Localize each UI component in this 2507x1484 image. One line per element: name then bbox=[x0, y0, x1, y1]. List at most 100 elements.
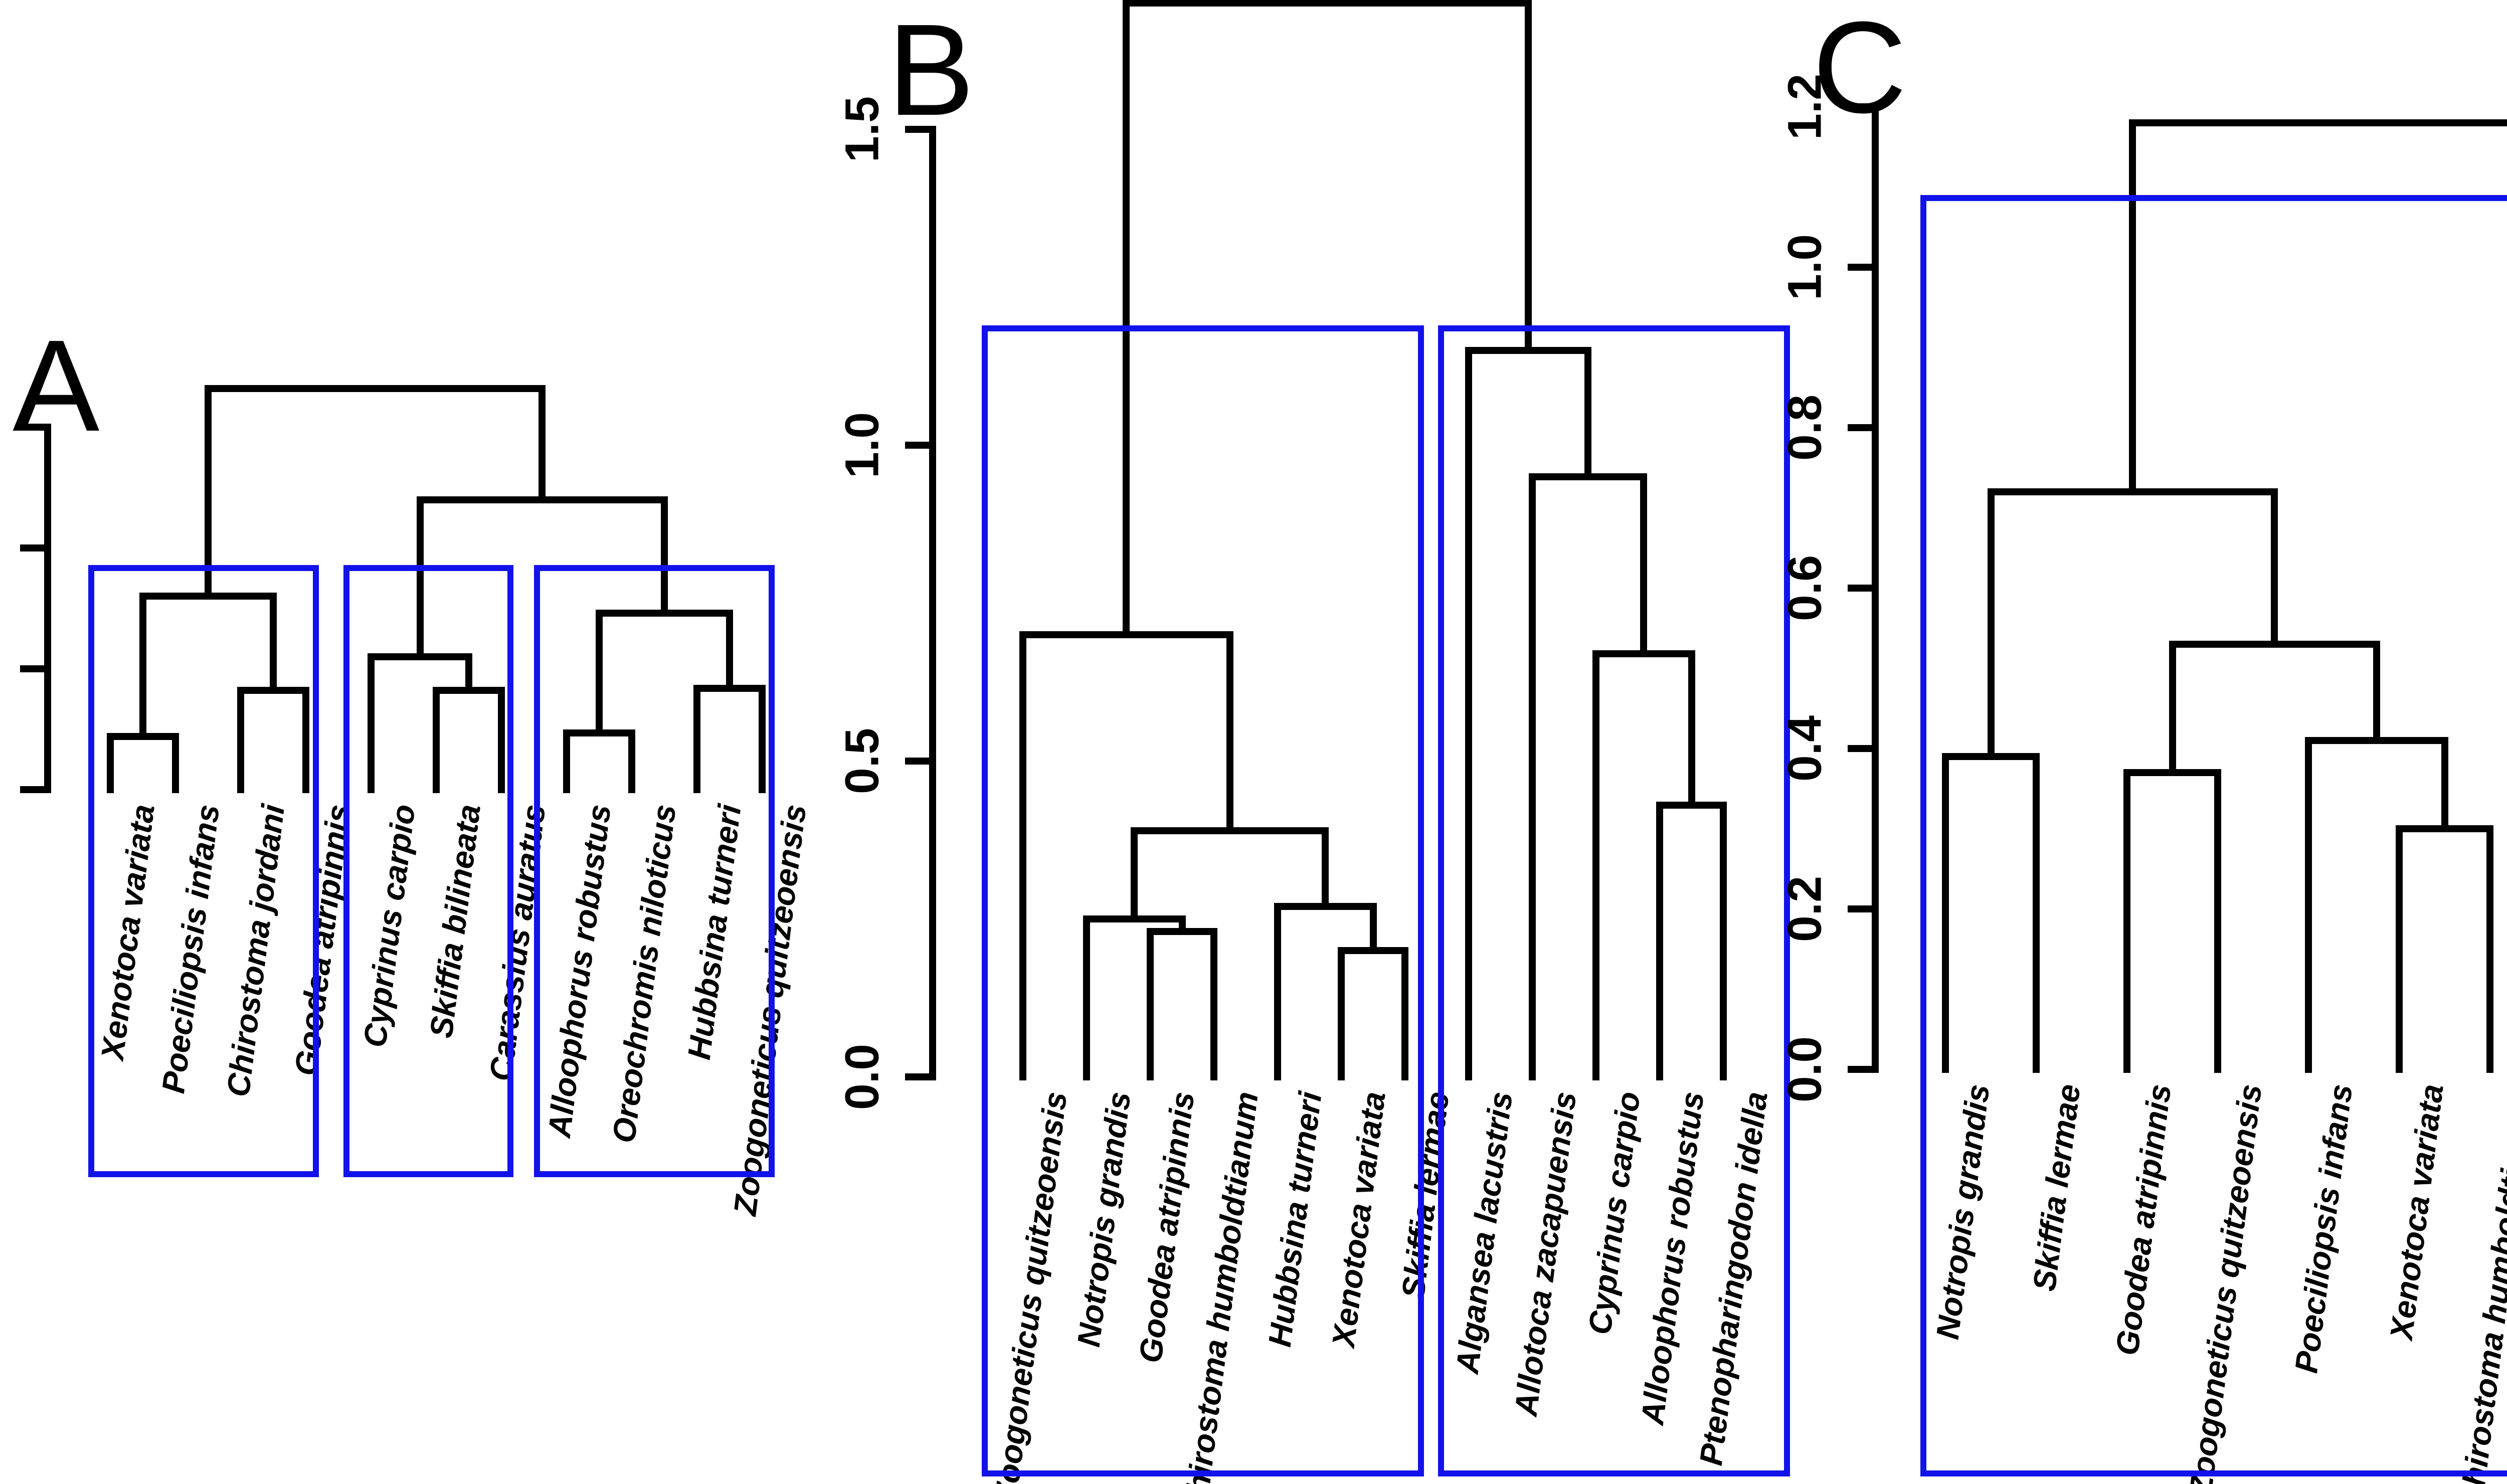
branch-vertical bbox=[2214, 769, 2221, 1073]
axis-tick bbox=[20, 786, 48, 793]
branch-vertical bbox=[1656, 802, 1663, 1080]
branch-horizontal bbox=[1338, 947, 1408, 954]
branch-vertical bbox=[1083, 915, 1090, 1080]
axis-tick-label: 0.0 bbox=[0, 756, 4, 823]
axis-tick-label: 1.0 bbox=[1778, 234, 1832, 301]
axis-tick-label: 1.5 bbox=[0, 394, 4, 461]
axis-tick-label: 0.5 bbox=[0, 635, 4, 702]
branch-vertical bbox=[539, 385, 546, 503]
axis-tick-label: 1.0 bbox=[0, 514, 4, 582]
branch-vertical bbox=[139, 593, 146, 740]
axis-tick-label: 0.0 bbox=[1778, 1036, 1832, 1103]
cluster-box bbox=[1438, 325, 1790, 1476]
axis-tick bbox=[1848, 264, 1875, 271]
cluster-box bbox=[1920, 195, 2507, 1476]
branch-vertical bbox=[107, 732, 114, 793]
branch-vertical bbox=[1210, 928, 1217, 1080]
branch-vertical bbox=[1525, 0, 1532, 354]
cluster-box bbox=[534, 565, 775, 1177]
branch-vertical bbox=[2033, 753, 2040, 1073]
branch-vertical bbox=[1942, 753, 1949, 1073]
branch-vertical bbox=[1401, 947, 1408, 1080]
branch-vertical bbox=[1369, 902, 1377, 954]
branch-vertical bbox=[1987, 488, 1995, 760]
branch-vertical bbox=[465, 653, 472, 694]
branch-vertical bbox=[2373, 641, 2380, 744]
axis-tick-label: 0.2 bbox=[1778, 875, 1832, 943]
branch-horizontal bbox=[1987, 488, 2278, 495]
branch-horizontal bbox=[596, 610, 733, 617]
branch-horizontal bbox=[416, 496, 668, 503]
branch-vertical bbox=[759, 684, 766, 793]
branch-horizontal bbox=[237, 687, 309, 694]
branch-horizontal bbox=[1529, 473, 1648, 480]
branch-horizontal bbox=[1274, 902, 1377, 910]
branch-vertical bbox=[1338, 947, 1345, 1080]
branch-vertical bbox=[1465, 347, 1472, 1080]
axis-tick bbox=[1848, 424, 1875, 431]
branch-horizontal bbox=[1123, 0, 1532, 7]
branch-vertical bbox=[563, 729, 570, 793]
branch-vertical bbox=[2169, 641, 2176, 776]
branch-horizontal bbox=[1131, 827, 1329, 834]
branch-vertical bbox=[1147, 928, 1154, 1080]
branch-horizontal bbox=[139, 593, 277, 600]
branch-vertical bbox=[1640, 473, 1648, 657]
branch-vertical bbox=[172, 732, 179, 793]
cluster-box bbox=[982, 325, 1424, 1476]
axis-tick-label: 0.0 bbox=[835, 1043, 889, 1110]
branch-vertical bbox=[498, 687, 505, 793]
panel-letter-a: A bbox=[13, 313, 100, 459]
branch-vertical bbox=[1019, 631, 1026, 1080]
branch-vertical bbox=[661, 496, 668, 617]
axis-line bbox=[44, 424, 51, 793]
cluster-box bbox=[343, 565, 513, 1177]
cluster-box bbox=[88, 565, 319, 1177]
branch-vertical bbox=[1529, 473, 1536, 1080]
branch-horizontal bbox=[693, 684, 766, 692]
branch-horizontal bbox=[1147, 928, 1217, 936]
axis-tick bbox=[1848, 585, 1875, 592]
branch-vertical bbox=[270, 593, 277, 694]
axis-tick bbox=[905, 442, 933, 449]
branch-vertical bbox=[302, 687, 309, 793]
branch-horizontal bbox=[2129, 119, 2507, 126]
branch-vertical bbox=[1584, 347, 1592, 480]
branch-vertical bbox=[1274, 902, 1281, 1080]
axis-tick bbox=[20, 665, 48, 672]
branch-horizontal bbox=[2396, 825, 2493, 832]
axis-line bbox=[929, 126, 936, 1080]
branch-horizontal bbox=[1083, 915, 1186, 922]
branch-vertical bbox=[2396, 825, 2403, 1073]
branch-horizontal bbox=[2123, 769, 2221, 776]
axis-tick bbox=[20, 544, 48, 551]
axis-tick bbox=[1848, 103, 1875, 110]
branch-vertical bbox=[1592, 650, 1599, 1080]
branch-horizontal bbox=[368, 653, 472, 660]
branch-vertical bbox=[2305, 737, 2312, 1073]
axis-tick-label: 0.8 bbox=[1778, 394, 1832, 461]
branch-horizontal bbox=[1942, 753, 2040, 760]
branch-vertical bbox=[2441, 737, 2448, 832]
branch-horizontal bbox=[563, 729, 635, 736]
axis-tick bbox=[1848, 1066, 1875, 1073]
branch-vertical bbox=[1131, 827, 1138, 922]
branch-horizontal bbox=[433, 687, 505, 694]
branch-vertical bbox=[205, 385, 212, 600]
branch-vertical bbox=[2129, 119, 2136, 495]
branch-horizontal bbox=[1019, 631, 1233, 638]
axis-line bbox=[1872, 103, 1879, 1073]
branch-vertical bbox=[726, 610, 733, 692]
axis-tick-label: 0.6 bbox=[1778, 554, 1832, 622]
branch-vertical bbox=[1322, 827, 1329, 910]
branch-vertical bbox=[237, 687, 244, 793]
branch-vertical bbox=[596, 610, 603, 736]
branch-vertical bbox=[1688, 650, 1695, 809]
branch-horizontal bbox=[1656, 802, 1727, 809]
branch-horizontal bbox=[2305, 737, 2448, 744]
branch-horizontal bbox=[205, 385, 546, 392]
branch-vertical bbox=[416, 496, 424, 660]
axis-tick bbox=[1848, 905, 1875, 912]
axis-tick-label: 1.0 bbox=[835, 412, 889, 479]
